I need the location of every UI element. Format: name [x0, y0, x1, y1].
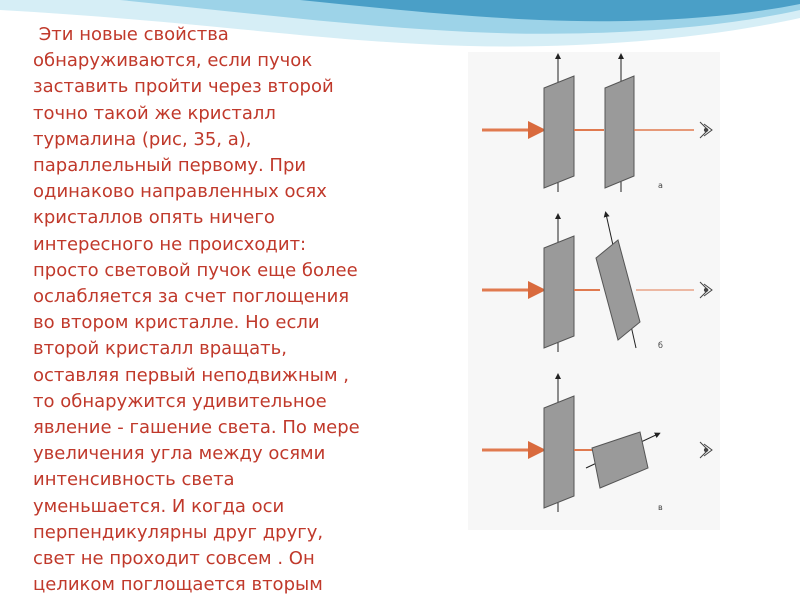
text-line: целиком поглощается вторым [33, 574, 323, 596]
header-wave-decoration [0, 0, 800, 47]
second-crystal-rotated [595, 239, 641, 341]
eye-icon [699, 281, 713, 299]
text-line: интересного не происходит: [33, 233, 307, 255]
text-line: во втором кристалле. Но если [33, 312, 320, 334]
text-line: то обнаружится удивительное [33, 390, 327, 412]
text-line: второй кристалл вращать, [33, 338, 287, 360]
text-line: кристаллов опять ничего [33, 207, 275, 229]
text-line: увеличения угла между осями [33, 443, 326, 465]
text-line: перпендикулярны друг другу, [33, 521, 324, 543]
text-line: параллельный первому. При [33, 155, 307, 177]
first-crystal [543, 395, 575, 509]
panel-b: б [482, 211, 713, 352]
text-line: одинаково направленных осях [33, 181, 327, 203]
eye-icon [699, 441, 713, 459]
text-line: свет не проходит совсем . Он [33, 548, 315, 570]
first-crystal [543, 75, 575, 189]
text-line: точно такой же кристалл [33, 102, 276, 124]
slide-body-text: Эти новые свойства обнаруживаются, если п… [33, 22, 453, 598]
panel-label-a: а [658, 181, 663, 190]
text-line: турмалина (рис, 35, а), [33, 128, 252, 150]
text-line: оставляя первый неподвижным , [33, 364, 350, 386]
panel-label-c: в [658, 503, 663, 512]
text-line: интенсивность света [33, 469, 235, 491]
eye-icon [699, 121, 713, 139]
text-line: заставить пройти через второй [33, 76, 334, 98]
second-crystal [604, 75, 635, 189]
panel-c: в [482, 373, 713, 512]
second-crystal-perpendicular [591, 431, 649, 489]
text-line: уменьшается. И когда оси [33, 495, 285, 517]
first-crystal [543, 235, 575, 349]
panel-a: а [482, 53, 713, 192]
text-line: явление - гашение света. По мере [33, 417, 360, 439]
text-line: Эти новые свойства [33, 24, 229, 45]
crystal-diagram: а б в [482, 53, 713, 512]
text-line: обнаруживаются, если пучок [33, 50, 313, 72]
polarization-figure: а б в [468, 52, 720, 530]
panel-label-b: б [658, 341, 663, 350]
text-line: просто световой пучок еще более [33, 259, 358, 281]
text-line: ослабляется за счет поглощения [33, 286, 350, 308]
